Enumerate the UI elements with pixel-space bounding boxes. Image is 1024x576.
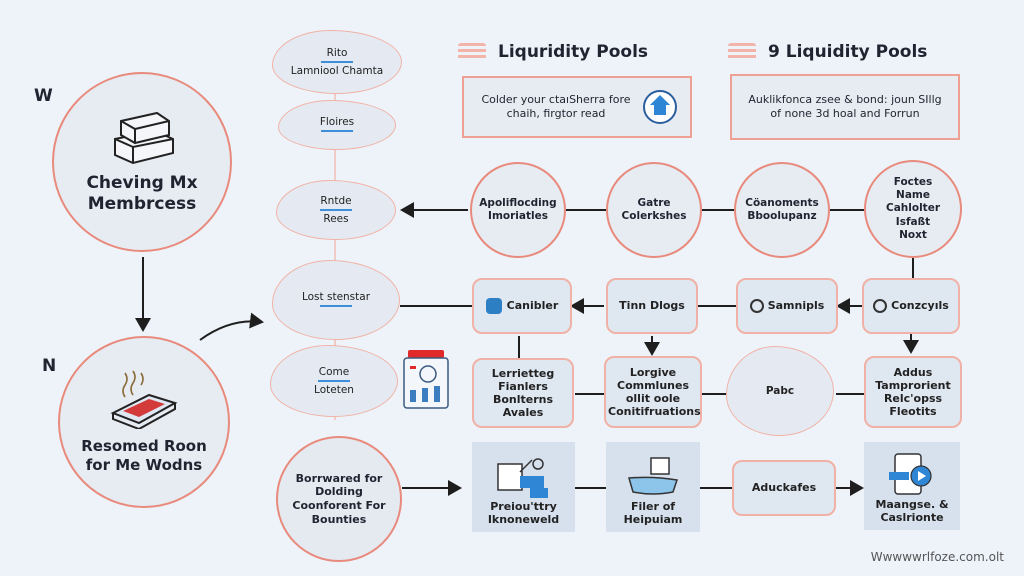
node-label: Samnipls	[767, 299, 825, 313]
row3-node-1[interactable]: Lerrietteg Fianlers Bonlterns Avales	[472, 358, 574, 428]
header-desc-box-2: Auklikfonca zsee & bond: joun SIllg of n…	[730, 74, 960, 140]
arrow-curve-to-clouds	[199, 312, 264, 341]
row1-node-2[interactable]: Gatre Colerkshes	[606, 162, 702, 258]
section-letter-n: N	[42, 356, 57, 376]
node-label: Apoliflocding Imoriatles	[479, 196, 557, 222]
shield-network-icon	[643, 90, 677, 124]
cloud-node-5[interactable]: Come Loteten	[270, 345, 398, 417]
node-borrwared[interactable]: Borrwared for Dolding Coonforent For Bou…	[276, 436, 402, 562]
hexagon-icon	[485, 298, 502, 314]
tablet-play-icon	[889, 452, 932, 495]
cloud-title: Lost stenstar	[301, 291, 371, 303]
row2-node-conzcyls[interactable]: Conzcyıls	[862, 278, 960, 334]
row1-node-1[interactable]: Apoliflocding Imoriatles	[470, 162, 566, 258]
cloud-subtitle: Loteten	[314, 384, 354, 396]
node-label: Cöanoments Bboolupanz	[745, 196, 819, 222]
header-desc: Colder your ctaıSherra fore chaih, firgt…	[481, 92, 631, 120]
node-label: Aduckafes	[751, 481, 817, 495]
header-desc-box-1: Colder your ctaıSherra fore chaih, firgt…	[462, 76, 692, 138]
node-label: Canibler	[506, 299, 559, 313]
cloud-subtitle: Rees	[323, 213, 349, 225]
device-icon	[628, 456, 678, 495]
header-title: 9 Liquidity Pools	[768, 42, 928, 62]
row3-cloud-pabc[interactable]: Pabc	[726, 346, 834, 436]
row4-node-4[interactable]: Maangse. & Caslrionte	[864, 442, 960, 530]
ring-icon	[749, 299, 764, 313]
node-label: Lorgive Commlunes ollit oole Conitifruat…	[608, 365, 701, 419]
cloud-node-2[interactable]: Floires	[278, 100, 396, 150]
cloud-node-4[interactable]: Lost stenstar	[272, 260, 400, 340]
header-desc: Auklikfonca zsee & bond: joun SIllg of n…	[748, 92, 942, 120]
node-label: Foctes Name Cahlolter Isfaßt Noxt	[886, 176, 940, 241]
node-label: Tinn Dlogs	[619, 299, 685, 313]
node-label: Maangse. & Caslrionte	[875, 497, 949, 524]
workspace-icon	[496, 457, 548, 498]
watermark: Wwwwwrlfoze.com.olt	[870, 550, 1004, 564]
section-letter-w: W	[34, 86, 53, 106]
underline	[321, 61, 353, 63]
node-label: Gatre Colerkshes	[621, 196, 687, 222]
row3-node-2[interactable]: Lorgive Commlunes ollit oole Conitifruat…	[604, 356, 702, 428]
node-label: Addus Tamprorient Relc'opss Fleotits	[875, 365, 951, 419]
cloud-title: Floires	[319, 116, 355, 128]
ring-icon	[873, 299, 888, 313]
node-label: Pabc	[765, 385, 795, 397]
node-resomed-roon[interactable]: Resomed Roon for Me Wodns	[58, 336, 230, 508]
node-label: Resomed Roon for Me Wodns	[81, 437, 207, 474]
row1-node-4[interactable]: Foctes Name Cahlolter Isfaßt Noxt	[864, 160, 962, 258]
node-label: Conzcyıls	[891, 299, 949, 313]
cloud-title: Come	[318, 366, 350, 378]
underline	[321, 130, 353, 132]
header-liquidity-pools-1: Liquridity Pools	[458, 42, 648, 62]
row4-node-2[interactable]: Filer of Heipuiam	[606, 442, 700, 532]
node-label: Cheving Mx Membrcess	[86, 172, 198, 214]
row4-node-aduckafes[interactable]: Aduckafes	[732, 460, 836, 516]
underline	[320, 305, 352, 307]
node-label: Lerrietteg Fianlers Bonlterns Avales	[491, 366, 555, 420]
node-label: Filer of Heipuiam	[623, 499, 683, 526]
row1-node-3[interactable]: Cöanoments Bboolupanz	[734, 162, 830, 258]
node-label: Borrwared for Dolding Coonforent For Bou…	[292, 471, 386, 526]
row2-node-canibler[interactable]: Canibler	[472, 278, 572, 334]
cloud-title: Rntde	[320, 195, 352, 207]
dashboard-icon	[403, 350, 449, 409]
node-cheving-membrcess[interactable]: Cheving Mx Membrcess	[52, 72, 232, 252]
header-title: Liquridity Pools	[498, 42, 649, 62]
hot-book-icon	[110, 370, 178, 430]
underline	[318, 380, 350, 382]
row4-node-1[interactable]: Preiou'ttry Iknoneweld	[472, 442, 575, 532]
underline	[320, 209, 352, 211]
cloud-node-1[interactable]: Rito Lamniool Chamta	[272, 30, 402, 94]
boxes-icon	[114, 111, 174, 164]
header-liquidity-pools-2: 9 Liquidity Pools	[728, 42, 927, 62]
cloud-title: Rito	[326, 47, 348, 59]
stripes-icon	[458, 43, 486, 61]
row3-node-4[interactable]: Addus Tamprorient Relc'opss Fleotits	[864, 356, 962, 428]
cloud-node-3[interactable]: Rntde Rees	[276, 180, 396, 240]
node-label: Preiou'ttry Iknoneweld	[487, 499, 560, 526]
row2-node-samnipls[interactable]: Samnipls	[736, 278, 838, 334]
cloud-subtitle: Lamniool Chamta	[290, 65, 384, 77]
stripes-icon	[728, 43, 756, 61]
row2-node-tinn-dlogs[interactable]: Tinn Dlogs	[606, 278, 698, 334]
